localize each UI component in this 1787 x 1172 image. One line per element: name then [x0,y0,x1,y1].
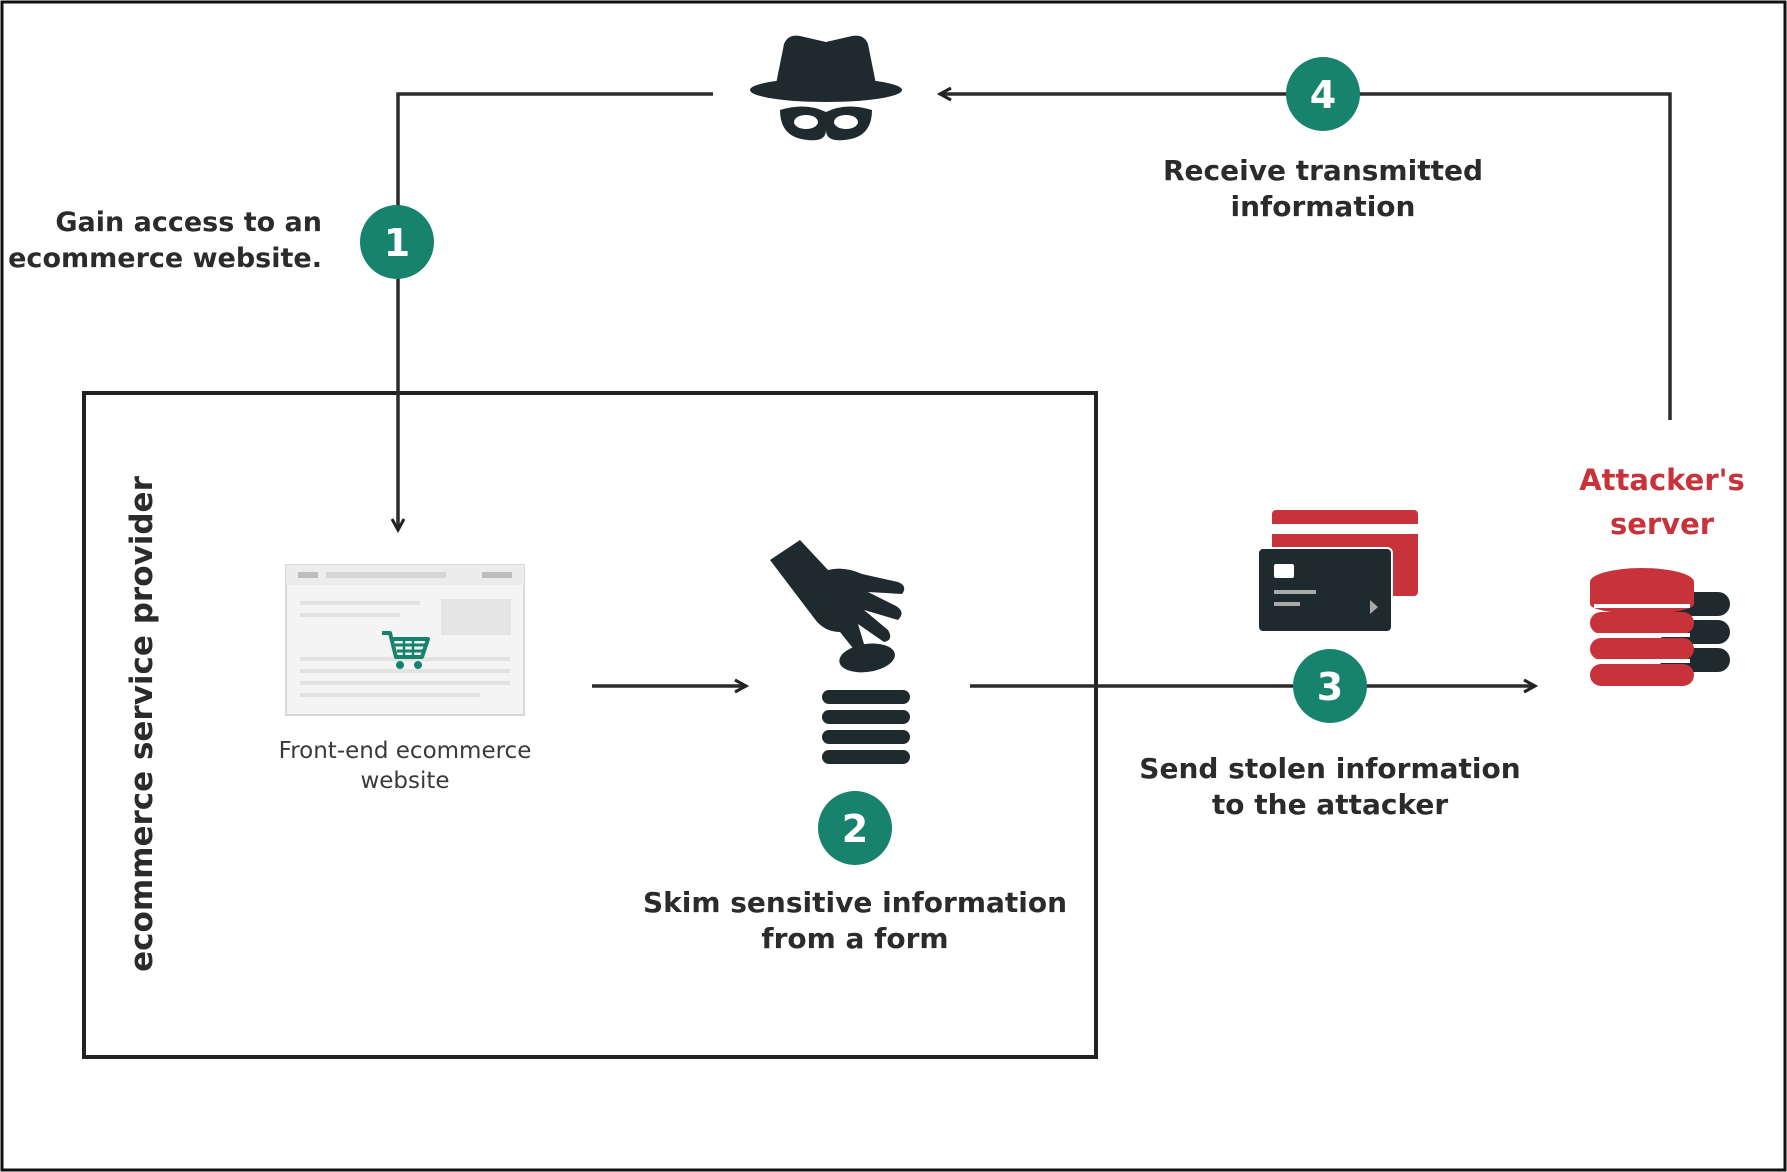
coin-stack-icon [822,643,910,764]
step-4-label-line2: information [1231,190,1416,223]
step-2-label-line2: from a form [761,922,948,955]
step-4-label-line1: Receive transmitted [1163,154,1483,187]
step-3-label-line1: Send stolen information [1139,752,1520,785]
step-badge-1-number: 1 [384,221,410,265]
step-1-label-line2: ecommerce website. [8,243,322,274]
database-stack-icon [1590,568,1730,686]
arrow-step1 [398,92,713,530]
step-badge-3-number: 3 [1317,665,1343,709]
website-thumbnail [285,564,525,716]
step-1-label-line1: Gain access to an [55,207,322,238]
grabbing-hand-icon [770,540,905,653]
hacker-hat-mask-icon [750,35,902,141]
server-title-line2: server [1610,507,1715,541]
step-badge-2-number: 2 [842,807,868,851]
provider-box [82,391,1098,1059]
credit-cards-icon [1257,510,1418,633]
step-badge-4-number: 4 [1310,73,1336,117]
arrow-step4 [940,94,1672,420]
website-caption-line1: Front-end ecommerce [279,738,532,764]
website-caption-line2: website [360,768,449,794]
step-badge-4: 4 [1286,57,1360,131]
provider-box-label: ecommerce service provider [124,475,160,971]
step-2-label-line1: Skim sensitive information [643,886,1067,919]
step-badge-3: 3 [1293,649,1367,723]
shopping-cart-icon [382,631,430,669]
step-3-label-line2: to the attacker [1212,788,1448,821]
server-title-line1: Attacker's [1579,463,1745,497]
step-badge-1: 1 [360,205,434,279]
step-badge-2: 2 [818,791,892,865]
